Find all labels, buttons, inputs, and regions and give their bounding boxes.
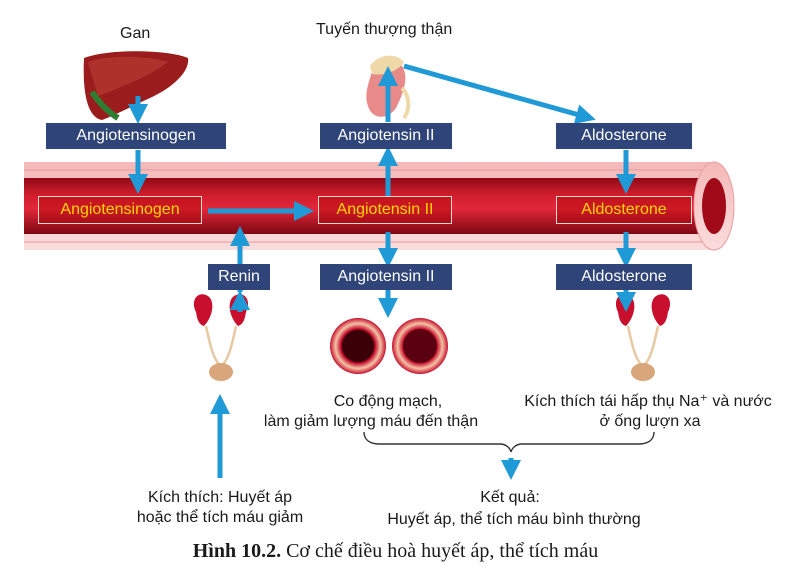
- box-angiotensinogen-top: Angiotensinogen: [46, 123, 226, 149]
- box-angiotensin-ii-top: Angiotensin II: [320, 123, 452, 149]
- kidneys-right-icon: [615, 294, 671, 381]
- vessel-label-angiotensinogen: Angiotensinogen: [38, 196, 202, 224]
- caption-number: Hình 10.2.: [192, 540, 282, 562]
- figure-caption: Hình 10.2. Cơ chế điều hoà huyết áp, thể…: [0, 539, 791, 563]
- vasoconstriction-line1: Co động mạch,: [333, 393, 443, 410]
- result-title: Kết quả:: [480, 489, 540, 506]
- liver-icon: [83, 51, 189, 121]
- box-angiotensin-ii-bottom: Angiotensin II: [320, 264, 452, 290]
- liver-label: Gan: [120, 25, 151, 42]
- arrow-adrenal-to-aldosterone: [403, 63, 596, 124]
- result-text: Huyết áp, thể tích máu bình thường: [387, 511, 641, 528]
- stimulus-line1: Kích thích: Huyết áp: [147, 489, 293, 506]
- caption-text: Cơ chế điều hoà huyết áp, thể tích máu: [281, 540, 599, 562]
- reabsorption-line2: ở ống lượn xa: [599, 413, 701, 430]
- vessel-label-aldosterone: Aldosterone: [556, 196, 692, 224]
- result-brace: [363, 431, 655, 453]
- blood-vessel: [24, 161, 735, 251]
- box-aldosterone-top: Aldosterone: [556, 123, 692, 149]
- vessel-label-angiotensin-ii: Angiotensin II: [318, 196, 452, 224]
- box-aldosterone-bottom: Aldosterone: [556, 264, 692, 290]
- constricted-vessels-icon: [330, 318, 448, 374]
- stimulus-line2: hoặc thể tích máu giảm: [136, 509, 304, 526]
- vasoconstriction-line2: làm giảm lượng máu đến thận: [263, 413, 479, 430]
- reabsorption-line1: Kích thích tái hấp thụ Na⁺ và nước: [524, 393, 772, 410]
- box-renin: Renin: [208, 264, 270, 290]
- adrenal-label: Tuyến thượng thận: [316, 21, 453, 38]
